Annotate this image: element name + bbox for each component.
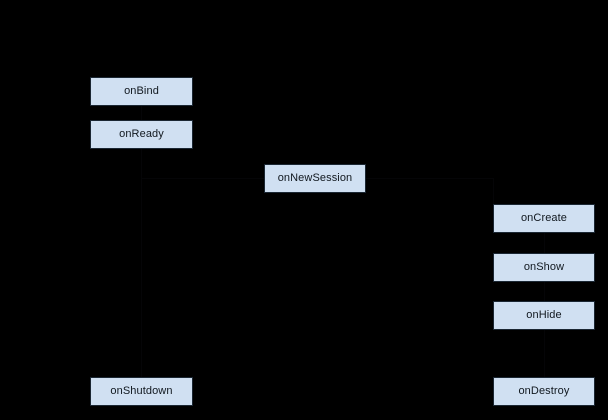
connector-newsession-to-create (366, 178, 493, 179)
connector-create-to-show (544, 233, 545, 253)
connector-ready-to-newsession-horizontal (141, 178, 264, 179)
node-on-hide[interactable]: onHide (493, 301, 595, 330)
node-on-destroy[interactable]: onDestroy (493, 377, 595, 406)
node-on-ready[interactable]: onReady (90, 120, 193, 149)
node-on-show[interactable]: onShow (493, 253, 595, 282)
connector-newsession-to-create-vertical (493, 178, 494, 204)
connector-show-to-hide (544, 282, 545, 301)
node-on-bind[interactable]: onBind (90, 77, 193, 106)
connector-hide-to-destroy (544, 330, 545, 377)
node-on-create[interactable]: onCreate (493, 204, 595, 233)
connector-bind-to-ready (141, 106, 142, 120)
node-on-new-session[interactable]: onNewSession (264, 164, 366, 193)
node-on-shutdown[interactable]: onShutdown (90, 377, 193, 406)
connector-ready-to-shutdown (141, 149, 142, 377)
